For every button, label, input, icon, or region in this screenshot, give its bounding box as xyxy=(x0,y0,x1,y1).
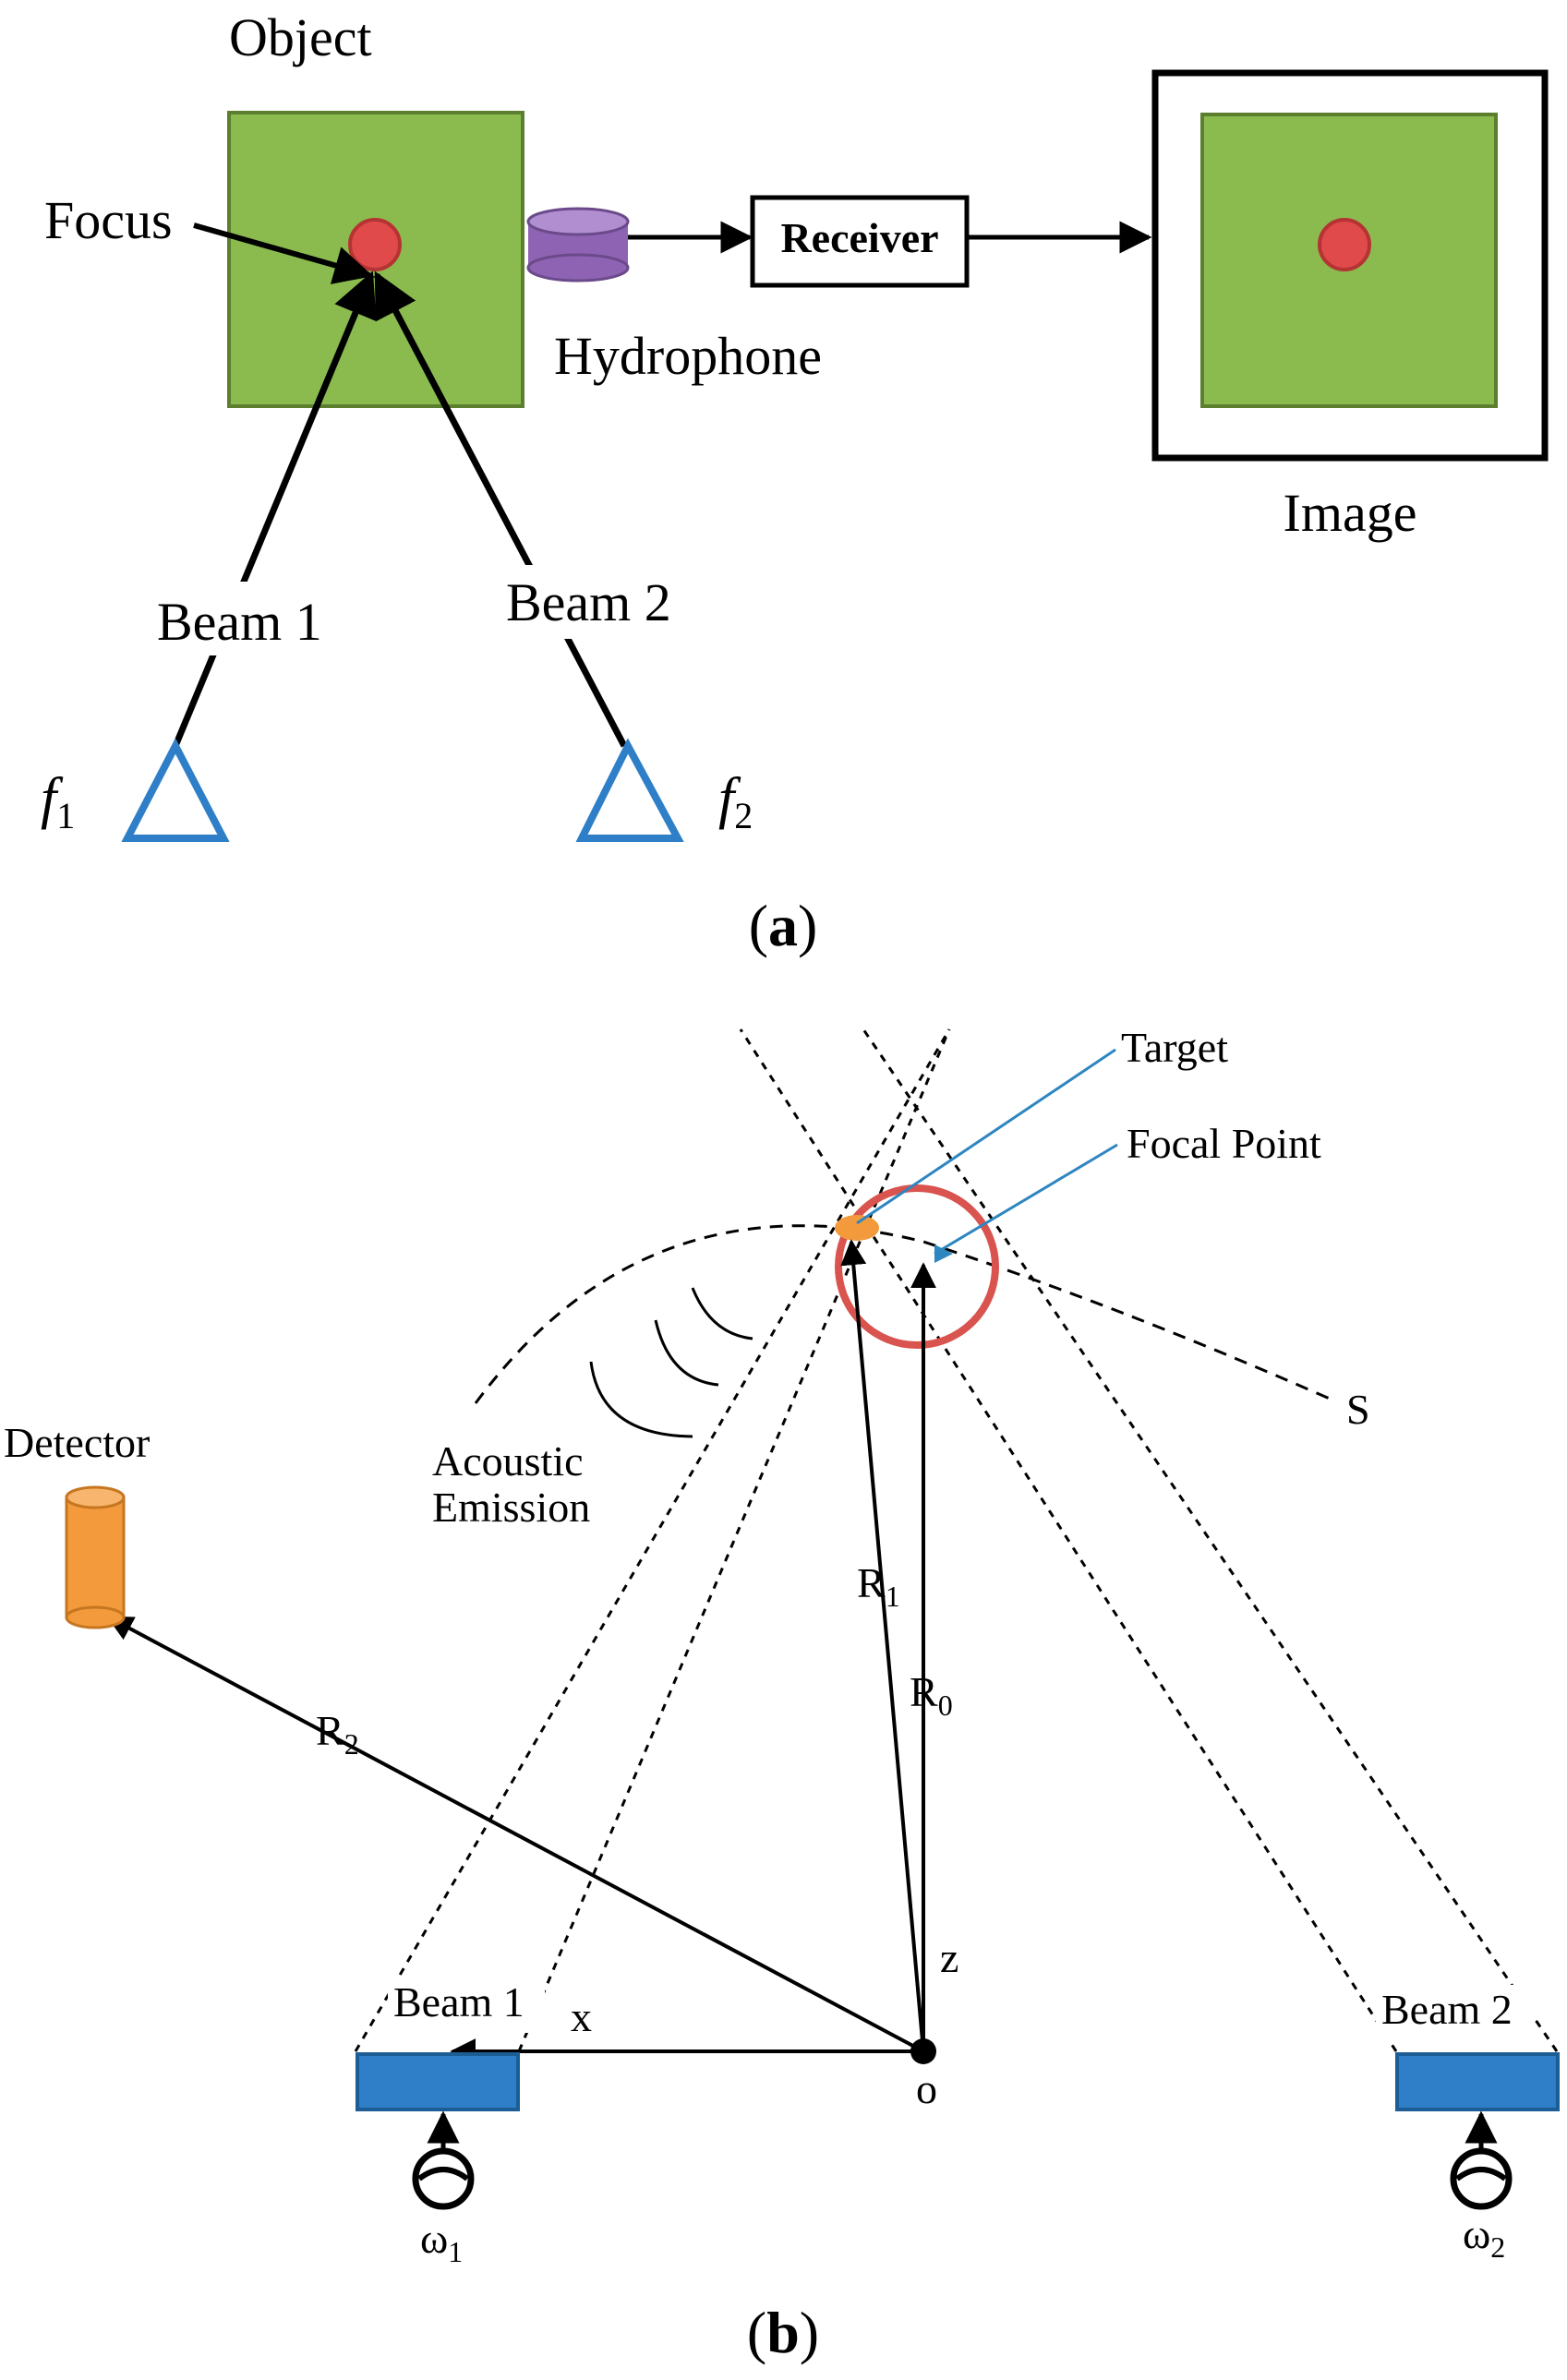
focus-dot xyxy=(348,218,402,271)
hydrophone-bottom-icon xyxy=(526,253,630,282)
s-label: S xyxy=(1346,1386,1370,1433)
detector-label: Detector xyxy=(4,1419,150,1466)
omega-1-label: ω1 xyxy=(420,2215,463,2268)
beam-2-line xyxy=(373,270,628,748)
hydrophone-top-icon xyxy=(526,207,630,236)
beam-2-boundary-right xyxy=(862,1028,1559,2052)
omega-1-source-icon xyxy=(412,2147,475,2210)
detector-body-icon xyxy=(65,1496,126,1619)
acoustic-label-line1: Acoustic xyxy=(432,1437,584,1484)
receiver-label: Receiver xyxy=(780,214,938,261)
object-label: Object xyxy=(229,7,372,67)
origin-dot xyxy=(910,2038,936,2064)
omega-2-label: ω2 xyxy=(1463,2210,1505,2264)
beam-1-label-bg xyxy=(152,582,337,655)
source-2-triangle-icon xyxy=(575,738,684,842)
beam-1-b-label-bg xyxy=(388,1977,545,2033)
origin-label: o xyxy=(916,2065,937,2112)
beam-1-label: Beam 1 xyxy=(157,592,322,652)
x-label: x xyxy=(571,1993,592,2040)
target-marker-icon xyxy=(835,1215,879,1241)
beam-2-label: Beam 2 xyxy=(506,572,671,632)
z-label: z xyxy=(940,1934,958,1981)
detector-top-icon xyxy=(65,1485,126,1509)
beam-1-transducer xyxy=(356,2052,520,2111)
beam-2-b-label-bg xyxy=(1376,1985,1533,2040)
r1-label: R1 xyxy=(857,1559,900,1613)
beam-1-line xyxy=(172,270,377,748)
r0-label: R0 xyxy=(910,1668,953,1722)
focus-pointer xyxy=(193,222,374,284)
focus-label: Focus xyxy=(44,190,173,250)
s-arc xyxy=(474,1224,1331,1404)
target-label: Target xyxy=(1121,1024,1228,1071)
focal-point-label: Focal Point xyxy=(1127,1120,1321,1167)
r2-vector xyxy=(106,1616,924,2053)
source-1-triangle-icon xyxy=(121,738,230,842)
focal-point-marker-icon xyxy=(934,1244,953,1263)
panel-a-caption: (a) xyxy=(749,893,818,958)
wave-arc-2 xyxy=(654,1319,719,1387)
target-pointer xyxy=(856,1048,1116,1225)
r1-vector xyxy=(840,1239,925,2052)
omega-2-source-icon xyxy=(1450,2147,1513,2210)
beam-2-transducer xyxy=(1395,2052,1560,2111)
beam-1-boundary-left xyxy=(354,1028,951,2052)
beam-2-boundary-left xyxy=(739,1028,1398,2052)
panel-b: S Acoustic Emission Target Focal Point R… xyxy=(4,1024,1560,2365)
receiver-box xyxy=(750,195,970,288)
wave-arc-3 xyxy=(589,1361,693,1438)
omega-1-wave-icon xyxy=(417,2167,469,2182)
panel-b-caption: (b) xyxy=(747,2300,819,2365)
panel-a: Object Focus Beam 1 Beam 2 f1 f2 Hydroph… xyxy=(41,7,1549,958)
r2-label: R2 xyxy=(316,1707,359,1761)
image-label: Image xyxy=(1284,483,1417,543)
source-2-label: f2 xyxy=(718,767,753,836)
acoustic-label-line2: Emission xyxy=(432,1484,590,1531)
detector-bottom-icon xyxy=(65,1605,126,1629)
omega-2-wave-icon xyxy=(1455,2167,1507,2182)
image-focus-dot xyxy=(1318,218,1371,271)
target-circle xyxy=(835,1184,999,1349)
beam-2-label-bg xyxy=(499,565,693,639)
focal-point-pointer xyxy=(934,1143,1118,1256)
hydrophone-label: Hydrophone xyxy=(554,326,822,386)
beam-2-b-label: Beam 2 xyxy=(1381,1986,1513,2033)
source-1-label: f1 xyxy=(41,767,75,836)
wave-arc-1 xyxy=(691,1287,753,1340)
beam-1-b-label: Beam 1 xyxy=(393,1978,524,2025)
beam-1-boundary-spare xyxy=(519,1029,949,2051)
